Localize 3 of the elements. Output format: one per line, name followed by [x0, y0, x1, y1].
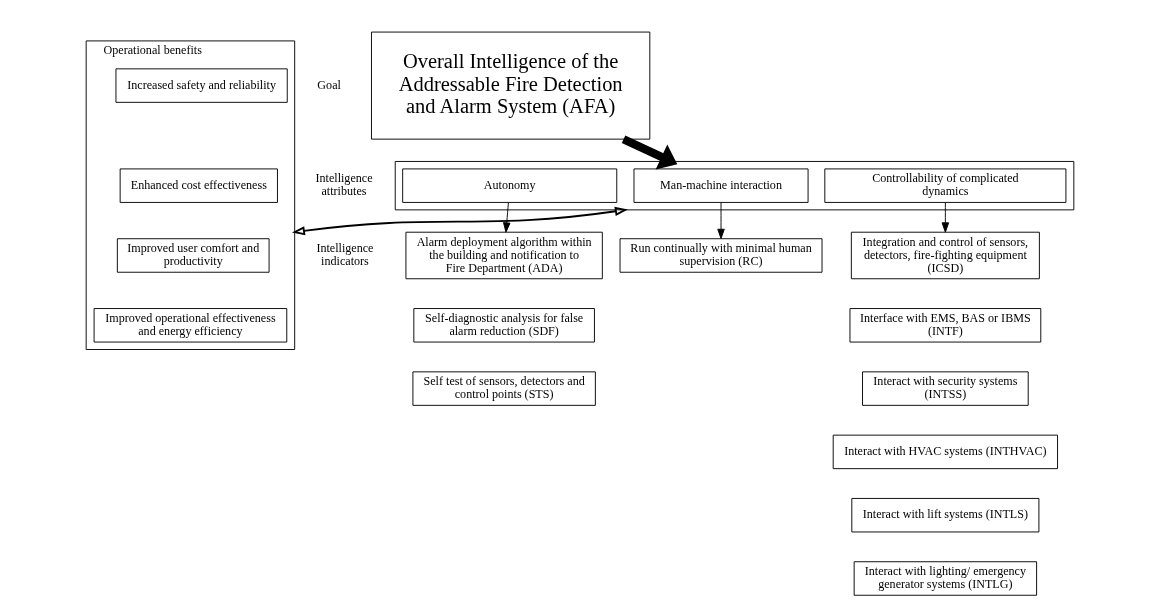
- label: Intelligence indicators: [316, 241, 374, 269]
- label: Goal: [317, 77, 341, 92]
- label: Intelligence attributes: [315, 171, 373, 199]
